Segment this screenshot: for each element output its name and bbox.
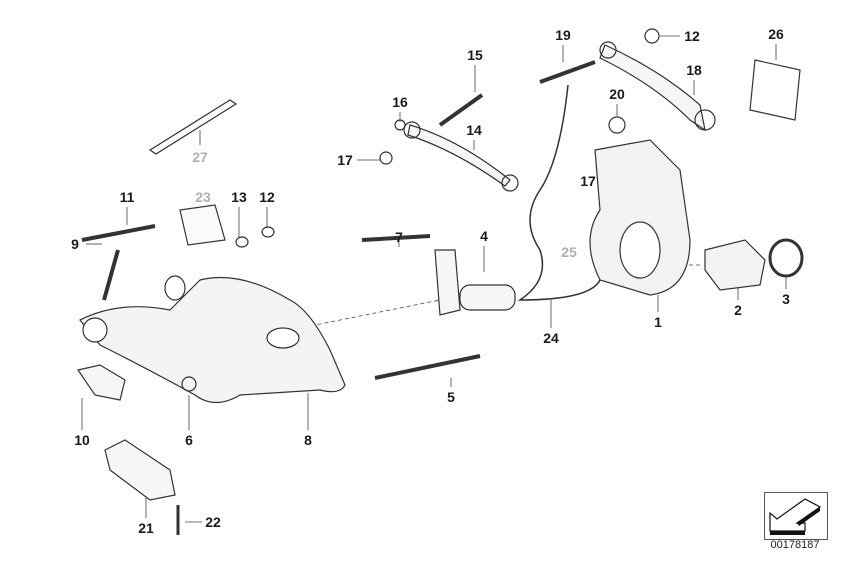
callout-16: 16 <box>392 94 408 110</box>
callout-25: 25 <box>561 244 577 260</box>
callout-10: 10 <box>74 432 90 448</box>
callout-26: 26 <box>768 26 784 42</box>
direction-arrow-icon <box>764 492 828 540</box>
callout-19: 19 <box>555 27 571 43</box>
callout-18: 18 <box>686 62 702 78</box>
bolt-7 <box>361 234 431 242</box>
callout-13: 13 <box>231 189 247 205</box>
bolt-11 <box>81 224 156 242</box>
nut-16 <box>394 119 406 131</box>
callout-5: 5 <box>447 389 455 405</box>
diagram-code: 00178187 <box>770 539 820 551</box>
guard-21 <box>104 439 176 501</box>
bolt-19 <box>539 60 596 84</box>
callout-1: 1 <box>654 314 662 330</box>
link-4 <box>434 249 461 316</box>
stop-10 <box>77 364 126 401</box>
callout-24: 24 <box>543 330 559 346</box>
callout-11: 11 <box>119 189 135 205</box>
callout-2: 2 <box>734 302 742 318</box>
callout-17-right: 17 <box>580 173 596 189</box>
bracket-23 <box>179 204 226 246</box>
bolt-9 <box>102 249 120 301</box>
bolt-15 <box>438 93 484 127</box>
wheel-carrier-1 <box>589 139 691 296</box>
callout-22: 22 <box>205 514 221 530</box>
bushing-2 <box>704 239 766 291</box>
nut-12 <box>261 226 275 238</box>
callout-9: 9 <box>71 236 79 252</box>
callout-23: 23 <box>195 189 211 205</box>
nut-12-top <box>644 28 660 44</box>
callout-12-left: 12 <box>259 189 275 205</box>
callout-15: 15 <box>467 47 483 63</box>
callout-20: 20 <box>609 86 625 102</box>
control-arm-14 <box>407 124 511 187</box>
sensor-cable-24 <box>517 84 601 301</box>
leader-lines <box>81 35 787 523</box>
bolt-5 <box>374 354 481 380</box>
callout-27: 27 <box>192 149 208 165</box>
sleeve-4 <box>459 284 516 311</box>
nut-20 <box>608 116 626 134</box>
callout-4: 4 <box>480 228 488 244</box>
callout-17: 17 <box>337 152 353 168</box>
circlip-3 <box>768 238 804 278</box>
callout-14: 14 <box>466 122 482 138</box>
washer-13 <box>235 236 249 248</box>
cable-tie-27 <box>148 99 238 155</box>
callout-12: 12 <box>684 28 700 44</box>
callout-8: 8 <box>304 432 312 448</box>
callout-6: 6 <box>185 432 193 448</box>
callout-3: 3 <box>782 291 790 307</box>
nut-6 <box>181 376 197 392</box>
upper-arm-18 <box>599 44 706 132</box>
nut-17 <box>379 151 393 165</box>
callout-7: 7 <box>395 229 403 245</box>
clip-26 <box>749 59 801 121</box>
callout-21: 21 <box>138 520 154 536</box>
